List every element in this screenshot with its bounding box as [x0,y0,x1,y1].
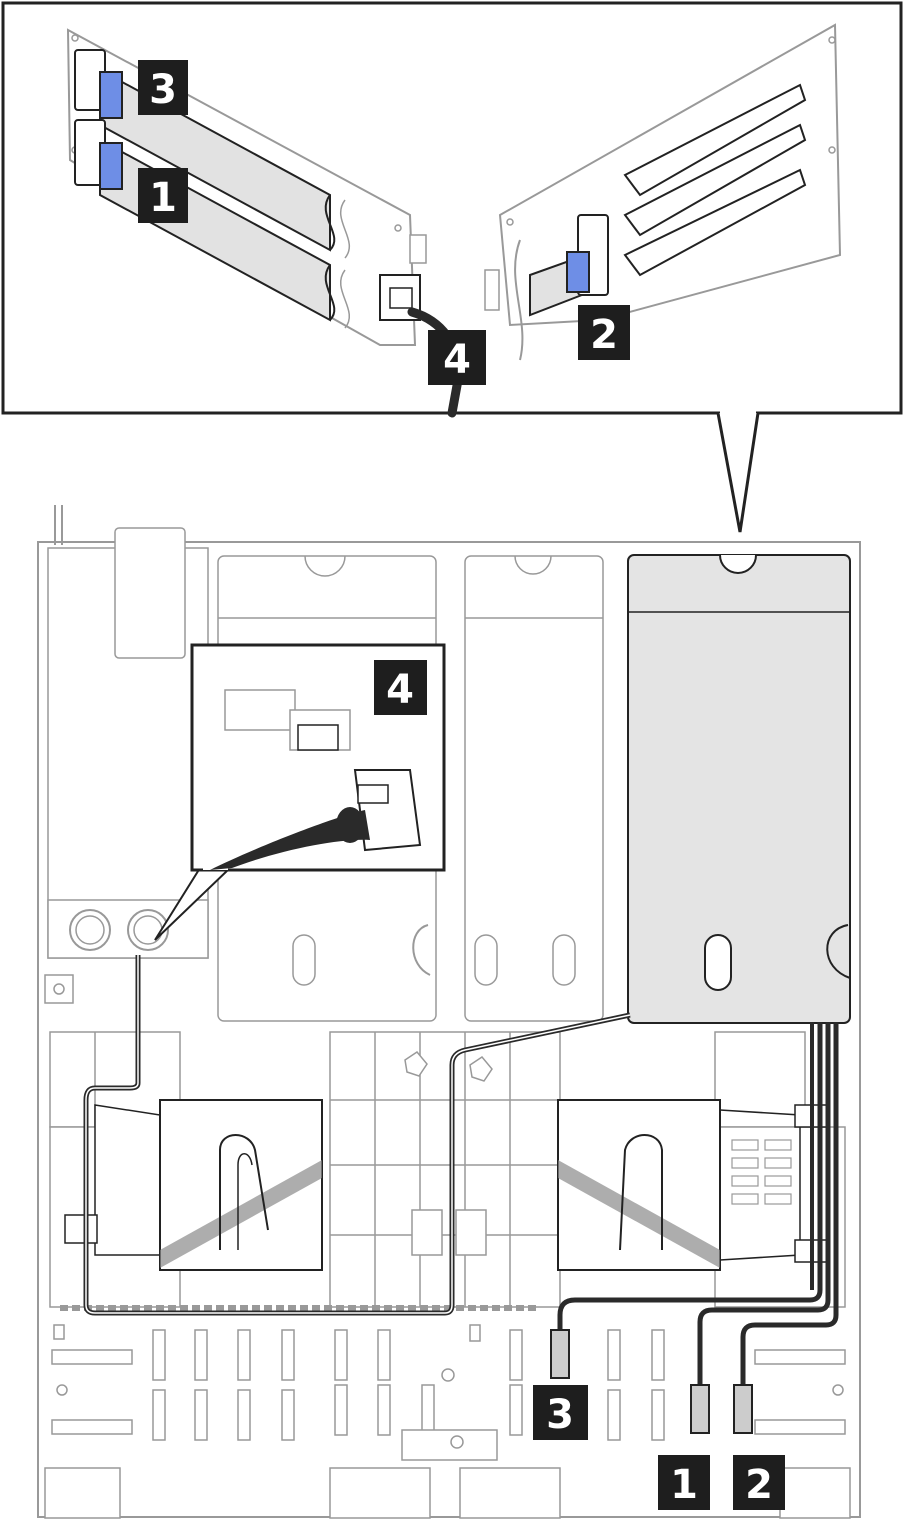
latch-icon [411,1209,443,1256]
pull-tab-icon [99,71,123,119]
pull-tab-icon [566,251,590,293]
ribbon-cable-2 [514,214,609,361]
pull-tab-icon [99,142,123,190]
callout-top-4: 4 [428,330,486,385]
callout-bottom-1: 1 [658,1455,710,1510]
lock-icon [469,1056,493,1082]
callout-top-3: 3 [138,60,188,115]
riser-bay-2 [464,555,604,1022]
callout-bottom-3: 3 [533,1385,588,1440]
svg-text:1: 1 [149,175,177,221]
svg-text:4: 4 [443,337,471,383]
svg-text:2: 2 [745,1462,773,1508]
lock-icon [404,1051,428,1077]
inset-detail-4: 4 [154,643,446,941]
svg-text:4: 4 [386,667,414,713]
svg-text:3: 3 [546,1392,574,1438]
heatsink-left [64,1099,323,1271]
server-chassis: 4 [37,505,861,1519]
cable-1 [690,1022,831,1434]
callout-top-2: 2 [578,305,630,360]
latch-icon [455,1209,487,1256]
svg-text:2: 2 [590,312,618,358]
callout-bottom-2: 2 [733,1455,785,1510]
svg-text:1: 1 [670,1462,698,1508]
callout-top-1: 1 [138,168,188,223]
cable-2 [733,1022,839,1434]
callout-inset-4: 4 [374,660,427,715]
motherboard-slots [44,1305,851,1519]
cable-4-power [83,955,631,1316]
riser-installed [627,554,851,1024]
cable-3 [550,1022,823,1379]
svg-text:3: 3 [149,67,177,113]
